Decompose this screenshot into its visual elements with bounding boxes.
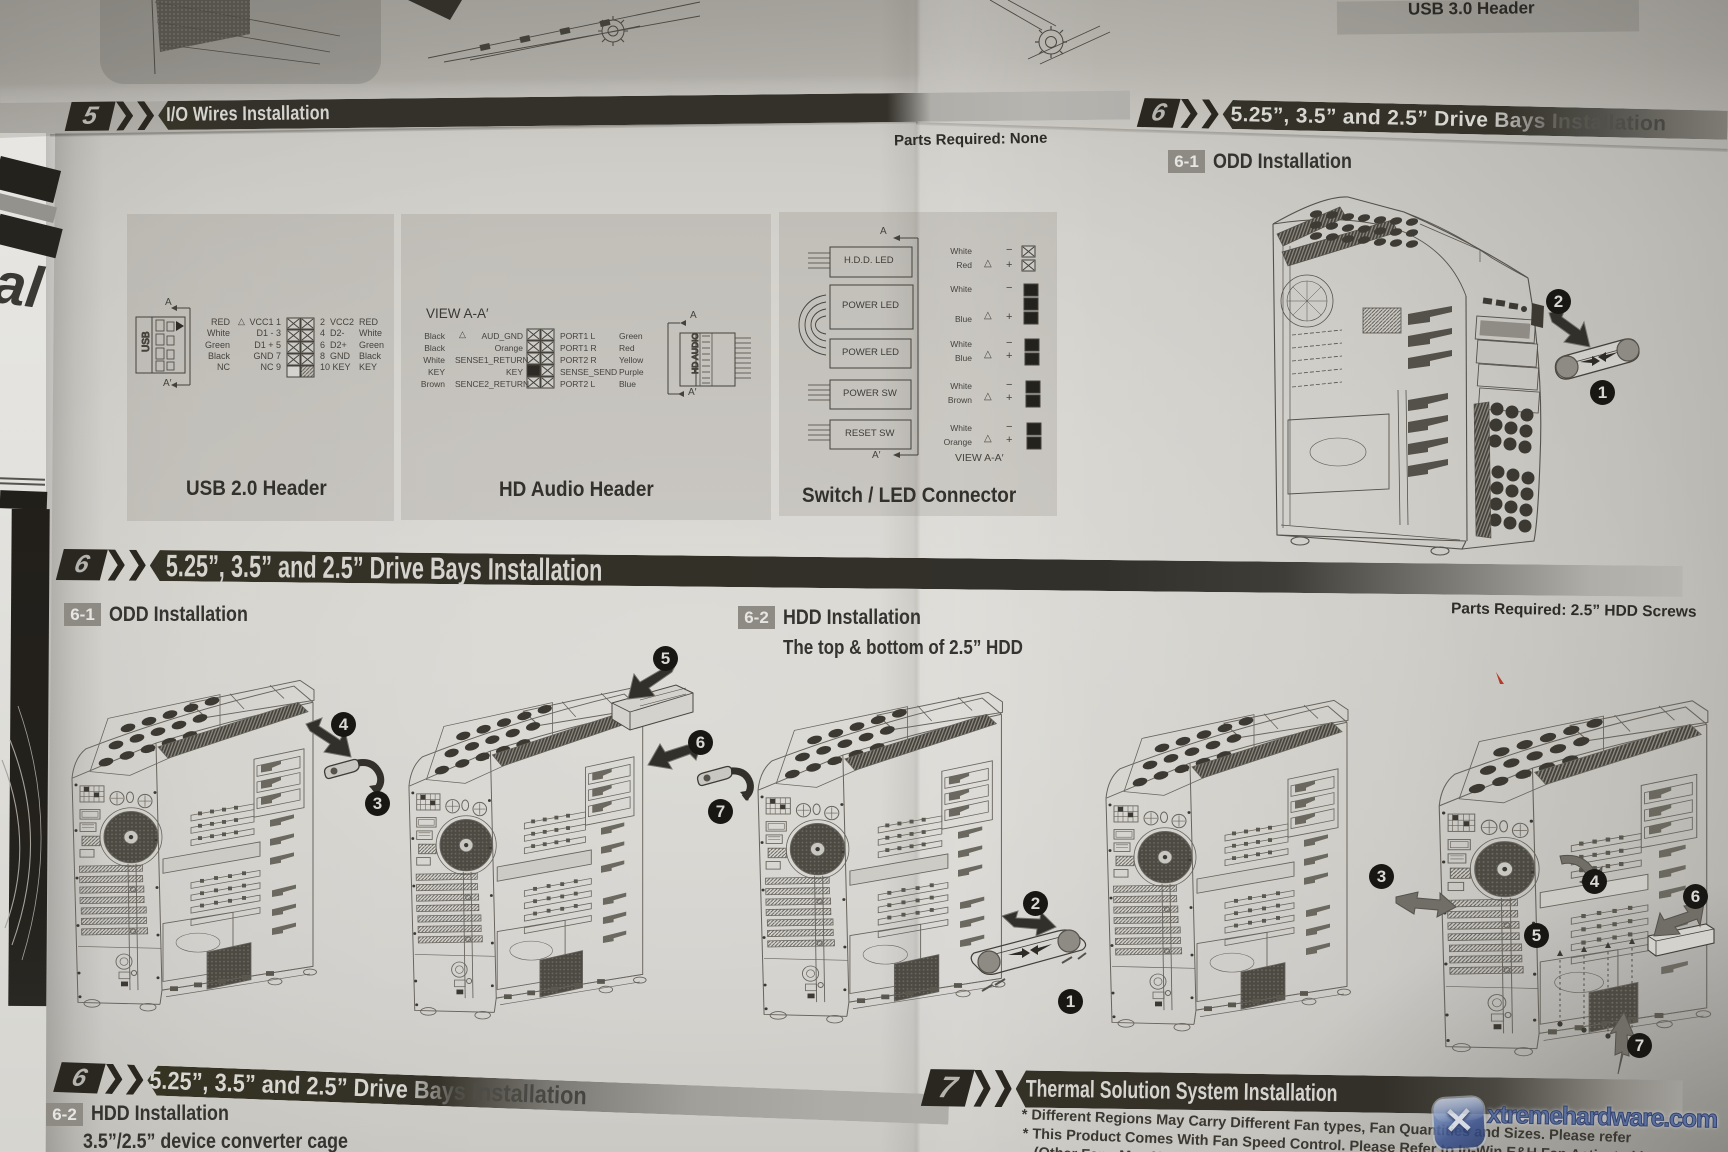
svg-text:HD AUDIO: HD AUDIO — [690, 333, 700, 374]
svg-text:USB: USB — [141, 331, 152, 352]
